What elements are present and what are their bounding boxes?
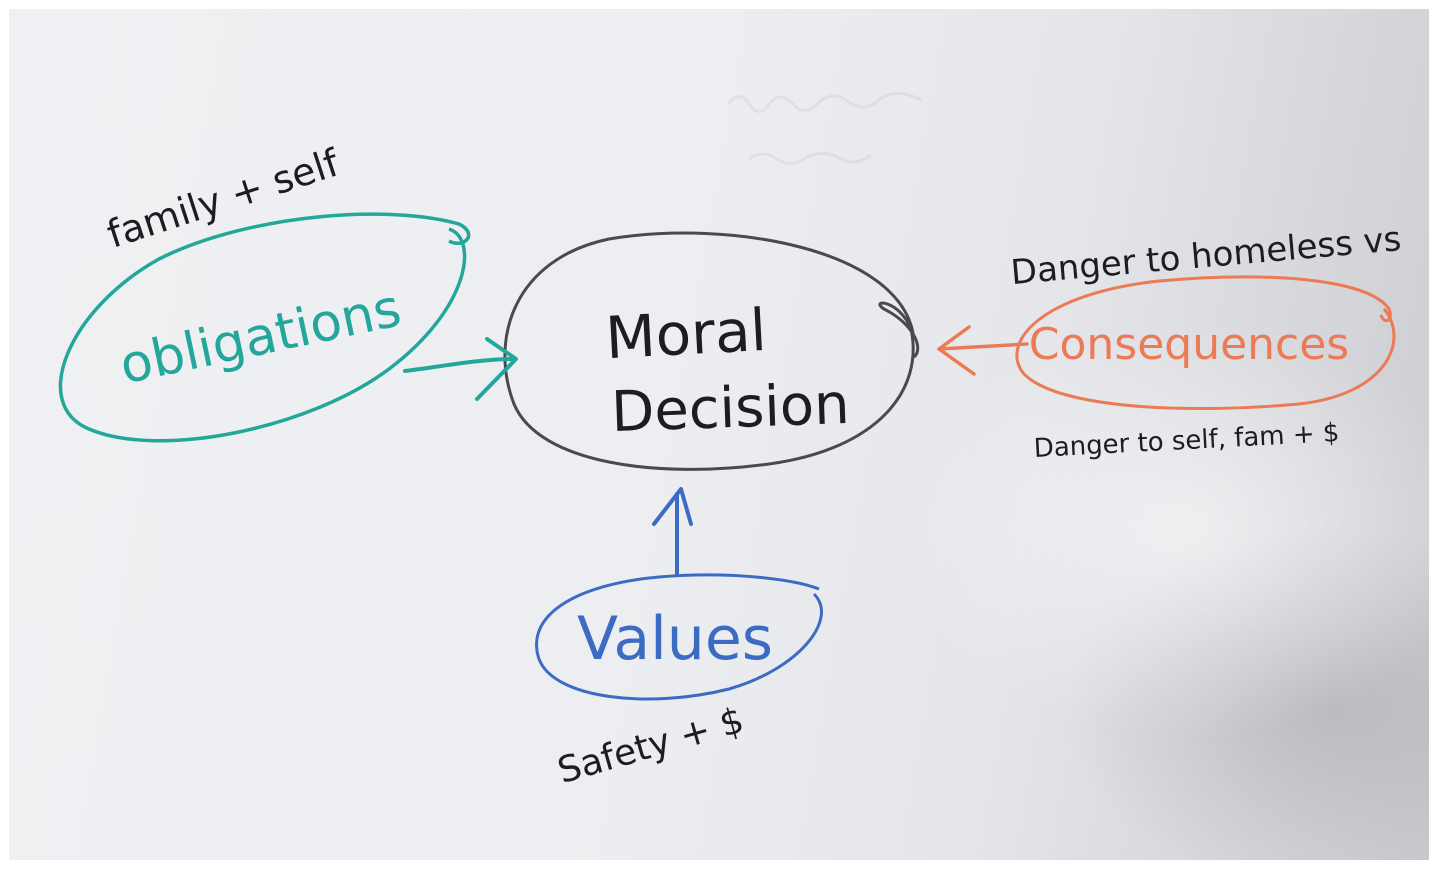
arrow-consequences-to-decision — [937, 325, 1029, 376]
consequences-note-top: Danger to homeless vs — [1009, 219, 1403, 293]
obligations-label: obligations — [115, 278, 407, 396]
consequences-label: Consequences — [1029, 319, 1349, 370]
values-label: Values — [577, 604, 773, 674]
consequences-note-bottom: Danger to self, fam + $ — [1033, 418, 1340, 464]
moral-label: Moral — [604, 296, 768, 372]
arrow-values-to-decision — [652, 487, 693, 576]
moral-decision-node: Moral Decision — [503, 231, 920, 471]
erased-ghost-marks — [727, 92, 922, 165]
moral-decision-ellipse — [503, 231, 920, 471]
arrow-obligations-to-decision — [403, 337, 518, 401]
obligations-note: family + self — [102, 140, 346, 257]
values-ellipse — [535, 573, 823, 701]
diagram-canvas: Moral Decision family + self obligations… — [58, 92, 1403, 792]
consequences-ellipse — [1015, 275, 1396, 411]
values-node: Values Safety + $ — [535, 573, 823, 792]
whiteboard: Moral Decision family + self obligations… — [9, 9, 1429, 860]
obligations-ellipse — [58, 212, 471, 443]
obligations-node: family + self obligations — [58, 140, 471, 443]
decision-label: Decision — [610, 372, 851, 445]
consequences-node: Danger to homeless vs Consequences Dange… — [1009, 219, 1403, 464]
values-note: Safety + $ — [553, 700, 748, 792]
